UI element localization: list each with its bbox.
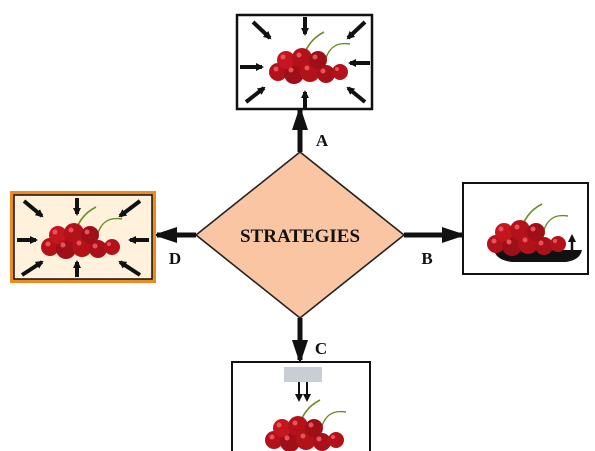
inward-arrows-D [17, 198, 149, 277]
inward-arrows-A [240, 17, 370, 108]
panel-D [10, 191, 156, 283]
branch-label-C: C [315, 339, 327, 358]
panel-C [231, 361, 371, 451]
top-block [284, 367, 322, 382]
branch-label-A: A [316, 131, 329, 150]
strategies-label: STRATEGIES [240, 226, 360, 247]
branch-label-B: B [421, 249, 432, 268]
panel-A [235, 13, 374, 111]
strategies-diamond: STRATEGIES [194, 150, 406, 320]
downward-arrows-icon [295, 382, 311, 402]
panel-B [462, 182, 589, 275]
branch-label-D: D [169, 249, 181, 268]
